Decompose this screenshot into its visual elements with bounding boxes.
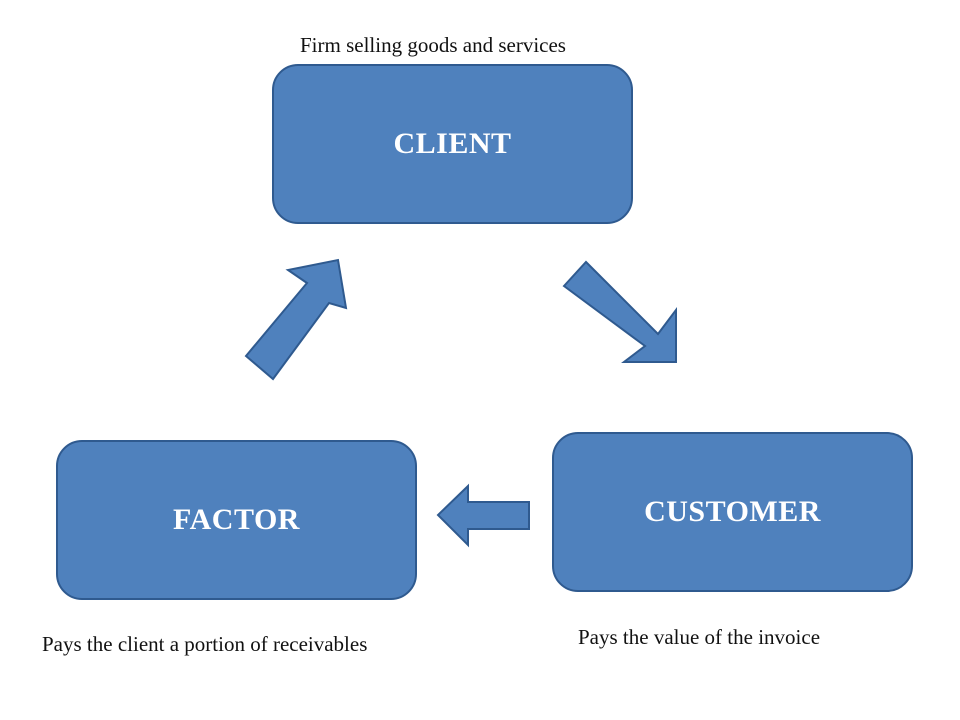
client-title: CLIENT bbox=[393, 127, 512, 160]
arrow-icon bbox=[562, 260, 677, 363]
customer-box: CUSTOMER bbox=[552, 432, 913, 592]
client-box: CLIENT bbox=[272, 64, 633, 224]
arrow-icon bbox=[436, 483, 530, 548]
customer-title: CUSTOMER bbox=[644, 495, 821, 528]
factor-box: FACTOR bbox=[56, 440, 417, 600]
factor-title: FACTOR bbox=[173, 503, 300, 536]
arrow-icon bbox=[244, 258, 348, 381]
factor-caption: Pays the client a portion of receivables bbox=[42, 632, 368, 656]
customer-caption: Pays the value of the invoice bbox=[578, 625, 821, 649]
client-caption: Firm selling goods and services bbox=[300, 33, 566, 57]
